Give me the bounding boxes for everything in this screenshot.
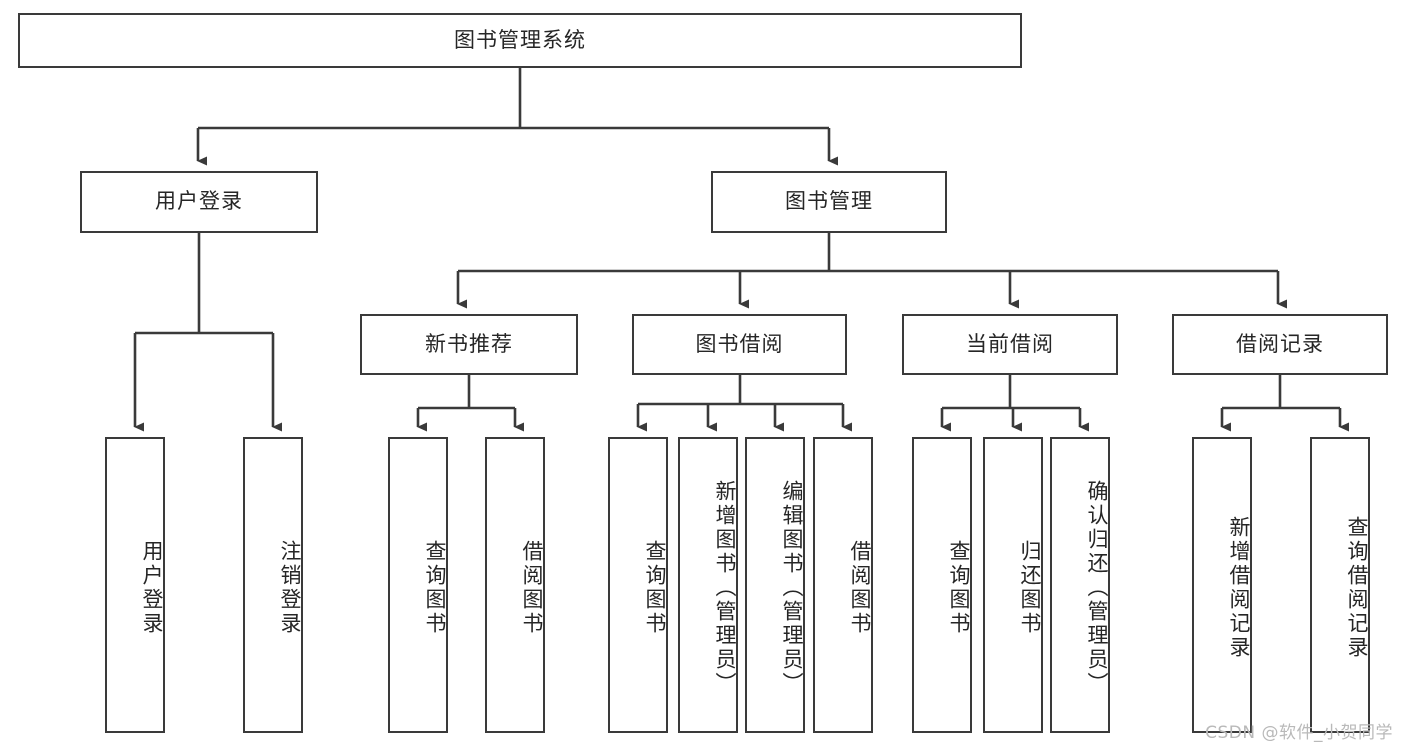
- leaf-return-book[interactable]: 归还图书: [983, 437, 1043, 733]
- node-book-management[interactable]: 图书管理: [711, 171, 947, 233]
- leaf-query-book-current[interactable]: 查询图书: [912, 437, 972, 733]
- node-current-borrow-label: 当前借阅: [966, 331, 1054, 356]
- node-new-book-recommend-label: 新书推荐: [425, 331, 513, 356]
- node-book-borrow[interactable]: 图书借阅: [632, 314, 847, 375]
- leaf-borrow-book-recommend-label: 借阅图书: [520, 540, 544, 636]
- node-borrow-record-label: 借阅记录: [1236, 331, 1324, 356]
- leaf-query-book-recommend[interactable]: 查询图书: [388, 437, 448, 733]
- leaf-return-book-label: 归还图书: [1018, 540, 1042, 636]
- node-root[interactable]: 图书管理系统: [18, 13, 1022, 68]
- leaf-add-book-admin[interactable]: 新增图书（管理员）: [678, 437, 738, 733]
- leaf-query-book-recommend-label: 查询图书: [423, 540, 447, 636]
- csdn-watermark: CSDN @软件_小贺同学: [1205, 723, 1393, 743]
- node-user-login-label: 用户登录: [155, 189, 243, 214]
- leaf-query-book-current-label: 查询图书: [947, 540, 971, 636]
- leaf-logout[interactable]: 注销登录: [243, 437, 303, 733]
- leaf-edit-book-admin-label: 编辑图书（管理员）: [780, 480, 804, 696]
- leaf-add-borrow-record-label: 新增借阅记录: [1227, 516, 1251, 660]
- node-root-label: 图书管理系统: [454, 27, 586, 52]
- node-book-management-label: 图书管理: [785, 189, 873, 214]
- node-new-book-recommend[interactable]: 新书推荐: [360, 314, 578, 375]
- leaf-borrow-book-recommend[interactable]: 借阅图书: [485, 437, 545, 733]
- leaf-query-book-borrow-label: 查询图书: [643, 540, 667, 636]
- leaf-borrow-book[interactable]: 借阅图书: [813, 437, 873, 733]
- node-current-borrow[interactable]: 当前借阅: [902, 314, 1118, 375]
- node-borrow-record[interactable]: 借阅记录: [1172, 314, 1388, 375]
- leaf-confirm-return-admin[interactable]: 确认归还（管理员）: [1050, 437, 1110, 733]
- leaf-edit-book-admin[interactable]: 编辑图书（管理员）: [745, 437, 805, 733]
- node-book-borrow-label: 图书借阅: [695, 331, 784, 356]
- leaf-user-login-label: 用户登录: [140, 540, 164, 636]
- leaf-borrow-book-label: 借阅图书: [848, 540, 872, 636]
- leaf-query-book-borrow[interactable]: 查询图书: [608, 437, 668, 733]
- leaf-user-login[interactable]: 用户登录: [105, 437, 165, 733]
- leaf-add-borrow-record[interactable]: 新增借阅记录: [1192, 437, 1252, 733]
- node-user-login[interactable]: 用户登录: [80, 171, 318, 233]
- leaf-confirm-return-admin-label: 确认归还（管理员）: [1085, 480, 1109, 696]
- leaf-query-borrow-record[interactable]: 查询借阅记录: [1310, 437, 1370, 733]
- leaf-query-borrow-record-label: 查询借阅记录: [1345, 516, 1369, 660]
- leaf-add-book-admin-label: 新增图书（管理员）: [713, 480, 737, 696]
- leaf-logout-label: 注销登录: [278, 540, 302, 636]
